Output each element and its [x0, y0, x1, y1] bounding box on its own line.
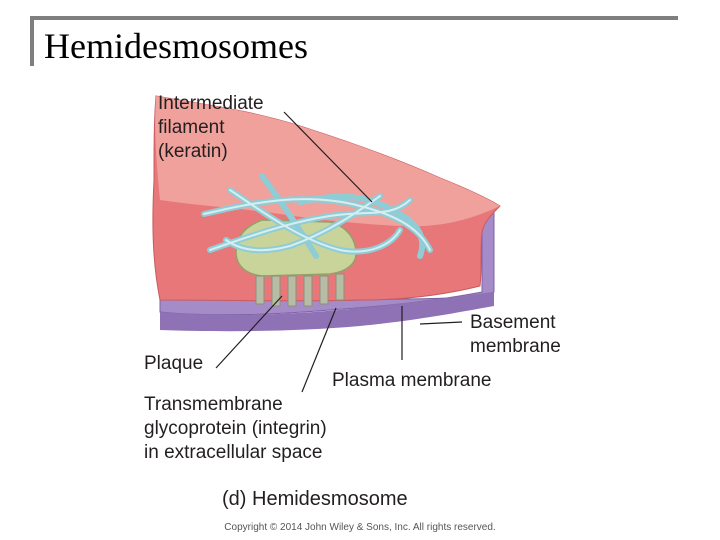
filament [297, 193, 426, 259]
leader-basement-membrane [419, 321, 463, 325]
slide-frame-left [30, 16, 34, 66]
basement-membrane-front [160, 292, 494, 332]
integrin-peg [255, 275, 265, 305]
plasma-membrane-top [155, 96, 500, 227]
leader-transmembrane [301, 307, 337, 393]
filament-highlight [229, 189, 401, 253]
slide-title: Hemidesmosomes [44, 26, 308, 66]
filament-highlight [225, 195, 381, 252]
filament-highlight [203, 198, 431, 251]
integrin-peg [319, 275, 329, 305]
keratin-filament-highlights [203, 189, 431, 253]
leader-lines [215, 111, 463, 393]
label-plaque: Plaque [144, 353, 204, 374]
filament-highlight [209, 199, 411, 251]
integrin-peg [287, 275, 297, 307]
label-basement-membrane: Basement membrane [470, 312, 561, 357]
label-intermediate-filament: Intermediate filament (keratin) [158, 93, 264, 162]
integrin-peg [271, 275, 281, 307]
leader-plaque [215, 295, 283, 369]
figure-caption: (d) Hemidesmosome [222, 488, 408, 510]
integrin-peg [303, 275, 313, 307]
leader-intermediate-filament [283, 111, 373, 203]
filament [259, 173, 319, 259]
integrin-pegs [255, 273, 345, 307]
copyright-notice: Copyright © 2014 John Wiley & Sons, Inc.… [224, 522, 496, 533]
label-transmembrane-glycoprotein: Transmembrane glycoprotein (integrin) in… [144, 394, 327, 463]
slide-frame-top [30, 16, 678, 20]
integrin-peg [335, 273, 345, 301]
label-plasma-membrane: Plasma membrane [332, 370, 492, 391]
